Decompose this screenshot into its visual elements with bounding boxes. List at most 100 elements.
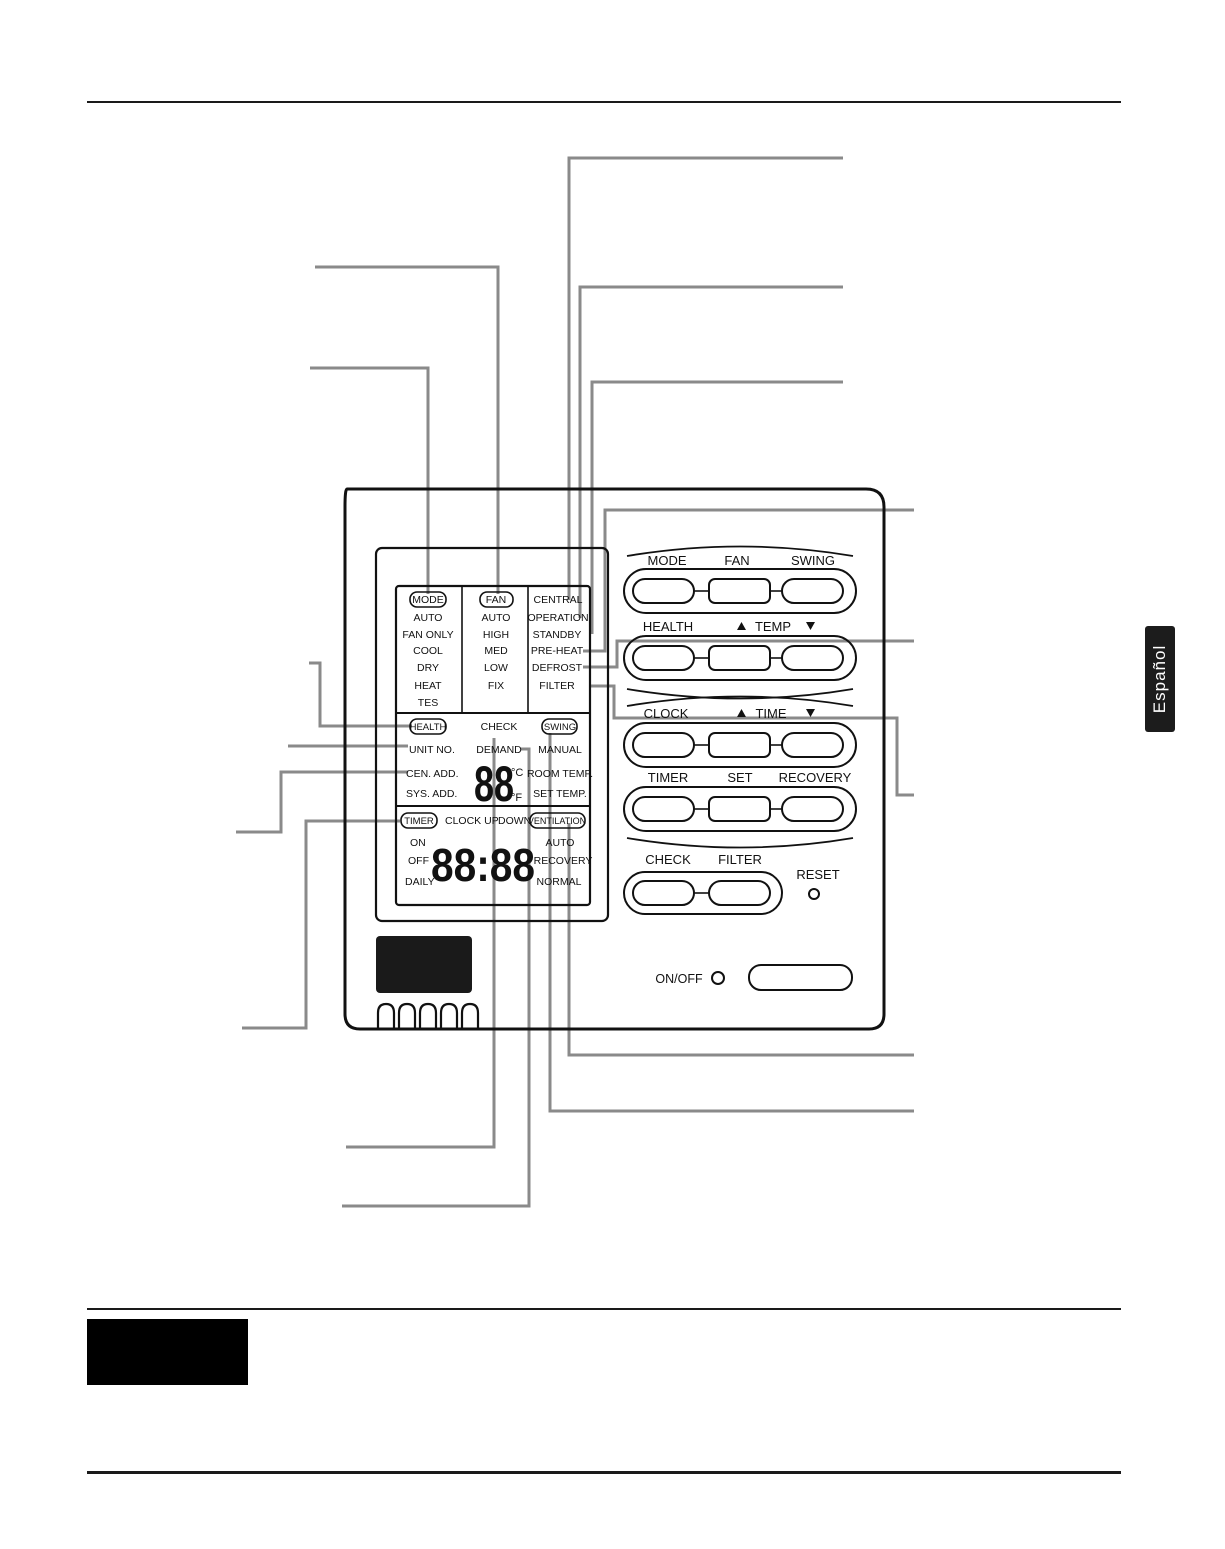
- up-triangle-icon: [737, 709, 746, 717]
- button-group-arcs: [626, 545, 854, 849]
- swing-manual: MANUAL: [538, 744, 582, 756]
- temp-up-button[interactable]: [708, 645, 771, 671]
- fan-fix: FIX: [488, 680, 504, 692]
- clock-up-indicator: CLOCK UP: [445, 815, 499, 827]
- mode-button-label: MODE: [648, 553, 687, 568]
- mode-auto: AUTO: [414, 612, 443, 624]
- swing-indicator: SWING: [544, 722, 576, 733]
- status-standby: STANDBY: [533, 629, 582, 641]
- health-button-label: HEALTH: [643, 619, 693, 634]
- recovery-button-label: RECOVERY: [779, 770, 852, 785]
- time-up-button[interactable]: [708, 732, 771, 758]
- health-button[interactable]: [632, 645, 695, 671]
- check-button[interactable]: [632, 880, 695, 906]
- timer-button-label: TIMER: [648, 770, 688, 785]
- fan-indicator-box: [479, 591, 514, 608]
- fan-auto: AUTO: [482, 612, 511, 624]
- mode-indicator: MODE: [412, 594, 444, 606]
- recovery-button[interactable]: [781, 796, 844, 822]
- button-row-housing: [623, 722, 857, 768]
- controller-body: [343, 487, 886, 1031]
- timer-indicator-box: [400, 812, 438, 829]
- status-defrost: DEFROST: [532, 662, 583, 674]
- check-indicator: CHECK: [481, 721, 518, 733]
- down-indicator: DOWN: [498, 815, 531, 827]
- timer-daily-label: DAILY: [405, 876, 435, 888]
- fan-button-label: FAN: [724, 553, 749, 568]
- lcd-outer-frame: [374, 546, 610, 923]
- button-row-housing: [623, 635, 857, 681]
- reset-label: RESET: [796, 867, 839, 882]
- section-rule: [87, 1308, 1121, 1310]
- fan-indicator: FAN: [486, 594, 506, 606]
- fan-high: HIGH: [483, 629, 509, 641]
- reset-button[interactable]: [808, 888, 820, 900]
- time-down-button[interactable]: [781, 732, 844, 758]
- health-indicator: HEALTH: [410, 722, 447, 733]
- temp-down-button[interactable]: [781, 645, 844, 671]
- mode-tes: TES: [418, 697, 438, 709]
- on-off-button[interactable]: [748, 964, 853, 991]
- language-tab-label: Español: [1150, 644, 1169, 714]
- lcd-panel: [394, 584, 592, 907]
- timer-off-label: OFF: [408, 855, 429, 867]
- ir-receiver-window: [376, 936, 472, 993]
- timer-indicator: TIMER: [404, 816, 434, 827]
- language-side-tab: Español: [1145, 626, 1175, 732]
- fan-low: LOW: [484, 662, 508, 674]
- status-central: CENTRAL: [533, 594, 582, 606]
- fahrenheit-unit: °F: [511, 792, 522, 804]
- set-temp-label: SET TEMP.: [533, 788, 587, 800]
- celsius-unit: °C: [511, 767, 523, 779]
- timer-button[interactable]: [632, 796, 695, 822]
- clock-digits: 88:88: [431, 839, 535, 891]
- fan-button[interactable]: [708, 578, 771, 604]
- button-row-housing: [623, 786, 857, 832]
- on-off-label: ON/OFF: [655, 972, 703, 986]
- down-triangle-icon: [806, 709, 815, 717]
- sys-add-label: SYS. ADD.: [406, 788, 457, 800]
- clock-button[interactable]: [632, 732, 695, 758]
- cen-add-label: CEN. ADD.: [406, 768, 459, 780]
- swing-indicator-box: [541, 718, 578, 735]
- demand-indicator: DEMAND: [476, 744, 522, 756]
- status-pre-heat: PRE-HEAT: [531, 645, 584, 657]
- mode-button[interactable]: [632, 578, 695, 604]
- temp-button-label: TEMP: [755, 619, 791, 634]
- filter-button[interactable]: [708, 880, 771, 906]
- clock-button-label: CLOCK: [644, 706, 689, 721]
- mode-dry: DRY: [417, 662, 439, 674]
- button-row-housing: [623, 871, 783, 915]
- mode-cool: COOL: [413, 645, 443, 657]
- down-triangle-icon: [806, 622, 815, 630]
- fan-med: MED: [484, 645, 508, 657]
- temperature-digits: 88: [474, 756, 514, 812]
- power-indicator-lamp: [711, 971, 725, 985]
- ventilation-auto: AUTO: [546, 837, 575, 849]
- note-heading-block: [87, 1319, 248, 1385]
- set-button-label: SET: [727, 770, 752, 785]
- up-triangle-icon: [737, 622, 746, 630]
- ventilation-normal: NORMAL: [537, 876, 582, 888]
- time-button-label: TIME: [755, 706, 786, 721]
- status-operation: OPERATION: [527, 612, 588, 624]
- bottom-rule: [87, 1471, 1121, 1474]
- swing-button-label: SWING: [791, 553, 835, 568]
- vent-grille: [376, 1002, 480, 1029]
- ventilation-indicator: VENTILATION: [528, 816, 586, 826]
- button-row-housing: [623, 568, 857, 614]
- ventilation-indicator-box: [529, 812, 586, 829]
- mode-heat: HEAT: [414, 680, 442, 692]
- check-button-label: CHECK: [645, 852, 691, 867]
- filter-button-label: FILTER: [718, 852, 762, 867]
- health-indicator-box: [409, 718, 447, 735]
- timer-on-label: ON: [410, 837, 426, 849]
- ventilation-recovery: RECOVERY: [534, 855, 593, 867]
- status-filter: FILTER: [539, 680, 575, 692]
- mode-fan-only: FAN ONLY: [402, 629, 453, 641]
- set-button[interactable]: [708, 796, 771, 822]
- room-temp-label: ROOM TEMP.: [527, 768, 593, 780]
- swing-button[interactable]: [781, 578, 844, 604]
